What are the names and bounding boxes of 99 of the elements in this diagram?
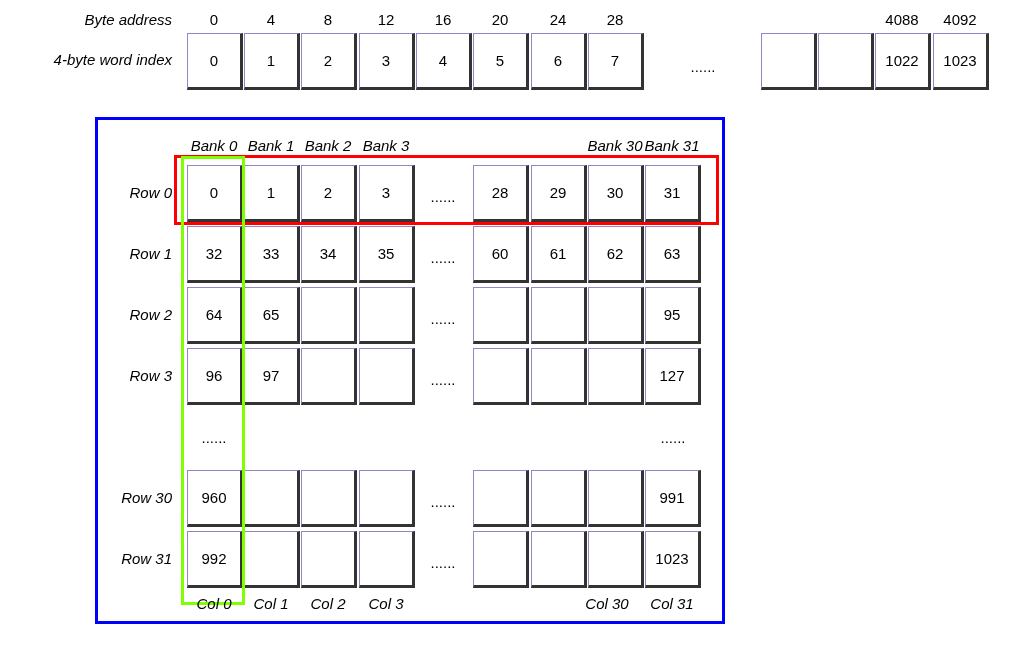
byte-address: 4088 bbox=[885, 10, 919, 28]
ellipsis: ...... bbox=[430, 187, 456, 205]
ellipsis: ...... bbox=[430, 370, 456, 388]
empty-memory-cell bbox=[473, 348, 529, 405]
bank-matrix-frame bbox=[95, 117, 725, 624]
memory-cell: 5 bbox=[473, 33, 529, 90]
memory-cell: 1 bbox=[244, 33, 300, 90]
empty-memory-cell bbox=[818, 33, 874, 90]
memory-cell: 1 bbox=[244, 165, 300, 222]
memory-cell: 97 bbox=[244, 348, 300, 405]
memory-cell: 61 bbox=[531, 226, 587, 283]
memory-cell: 1022 bbox=[875, 33, 931, 90]
empty-memory-cell bbox=[359, 470, 415, 527]
memory-cell: 64 bbox=[187, 287, 243, 344]
empty-memory-cell bbox=[473, 470, 529, 527]
row-heading: Byte address bbox=[84, 10, 172, 28]
memory-cell: 0 bbox=[187, 33, 243, 90]
memory-cell: 6 bbox=[531, 33, 587, 90]
memory-cell: 991 bbox=[645, 470, 701, 527]
byte-address: 4092 bbox=[943, 10, 977, 28]
row-label: Row 3 bbox=[129, 366, 172, 384]
bank-label: Bank 3 bbox=[362, 136, 410, 154]
empty-memory-cell bbox=[244, 531, 300, 588]
row-heading: 4-byte word index bbox=[53, 50, 172, 68]
bank-label: Bank 1 bbox=[247, 136, 295, 154]
column-label: Col 1 bbox=[253, 594, 289, 612]
empty-memory-cell bbox=[359, 531, 415, 588]
empty-memory-cell bbox=[761, 33, 817, 90]
memory-cell: 32 bbox=[187, 226, 243, 283]
memory-cell: 96 bbox=[187, 348, 243, 405]
memory-cell: 33 bbox=[244, 226, 300, 283]
memory-cell: 30 bbox=[588, 165, 644, 222]
empty-memory-cell bbox=[531, 287, 587, 344]
bank-label: Bank 2 bbox=[304, 136, 352, 154]
empty-memory-cell bbox=[301, 287, 357, 344]
row-label: Row 1 bbox=[129, 244, 172, 262]
byte-address: 24 bbox=[549, 10, 567, 28]
empty-memory-cell bbox=[301, 348, 357, 405]
memory-cell: 29 bbox=[531, 165, 587, 222]
empty-memory-cell bbox=[244, 470, 300, 527]
byte-address: 0 bbox=[209, 10, 219, 28]
empty-memory-cell bbox=[531, 531, 587, 588]
column-label: Col 3 bbox=[368, 594, 404, 612]
empty-memory-cell bbox=[301, 531, 357, 588]
ellipsis: ...... bbox=[201, 428, 227, 446]
ellipsis: ...... bbox=[430, 248, 456, 266]
memory-cell: 3 bbox=[359, 165, 415, 222]
ellipsis: ...... bbox=[690, 57, 716, 75]
memory-cell: 31 bbox=[645, 165, 701, 222]
empty-memory-cell bbox=[588, 348, 644, 405]
bank-label: Bank 30 bbox=[587, 136, 643, 154]
memory-cell: 63 bbox=[645, 226, 701, 283]
memory-cell: 1023 bbox=[645, 531, 701, 588]
byte-address: 16 bbox=[434, 10, 452, 28]
row-label: Row 0 bbox=[129, 183, 172, 201]
memory-cell: 960 bbox=[187, 470, 243, 527]
empty-memory-cell bbox=[473, 287, 529, 344]
byte-address: 20 bbox=[491, 10, 509, 28]
byte-address: 28 bbox=[606, 10, 624, 28]
row-label: Row 30 bbox=[121, 488, 172, 506]
column-label: Col 31 bbox=[650, 594, 694, 612]
memory-cell: 7 bbox=[588, 33, 644, 90]
memory-cell: 4 bbox=[416, 33, 472, 90]
empty-memory-cell bbox=[473, 531, 529, 588]
ellipsis: ...... bbox=[430, 309, 456, 327]
row-label: Row 2 bbox=[129, 305, 172, 323]
row-label: Row 31 bbox=[121, 549, 172, 567]
memory-cell: 62 bbox=[588, 226, 644, 283]
column-label: Col 30 bbox=[585, 594, 629, 612]
memory-cell: 1023 bbox=[933, 33, 989, 90]
memory-cell: 0 bbox=[187, 165, 243, 222]
byte-address: 4 bbox=[266, 10, 276, 28]
empty-memory-cell bbox=[531, 348, 587, 405]
empty-memory-cell bbox=[588, 287, 644, 344]
empty-memory-cell bbox=[359, 287, 415, 344]
memory-cell: 992 bbox=[187, 531, 243, 588]
empty-memory-cell bbox=[301, 470, 357, 527]
memory-cell: 35 bbox=[359, 226, 415, 283]
memory-cell: 65 bbox=[244, 287, 300, 344]
column-label: Col 2 bbox=[310, 594, 346, 612]
ellipsis: ...... bbox=[430, 492, 456, 510]
memory-cell: 60 bbox=[473, 226, 529, 283]
bank-label: Bank 0 bbox=[190, 136, 238, 154]
byte-address: 12 bbox=[377, 10, 395, 28]
memory-cell: 2 bbox=[301, 165, 357, 222]
memory-cell: 3 bbox=[359, 33, 415, 90]
empty-memory-cell bbox=[588, 531, 644, 588]
ellipsis: ...... bbox=[660, 428, 686, 446]
memory-cell: 95 bbox=[645, 287, 701, 344]
memory-cell: 28 bbox=[473, 165, 529, 222]
empty-memory-cell bbox=[588, 470, 644, 527]
bank-label: Bank 31 bbox=[644, 136, 700, 154]
empty-memory-cell bbox=[359, 348, 415, 405]
empty-memory-cell bbox=[531, 470, 587, 527]
memory-cell: 127 bbox=[645, 348, 701, 405]
memory-cell: 34 bbox=[301, 226, 357, 283]
memory-cell: 2 bbox=[301, 33, 357, 90]
ellipsis: ...... bbox=[430, 553, 456, 571]
byte-address: 8 bbox=[323, 10, 333, 28]
